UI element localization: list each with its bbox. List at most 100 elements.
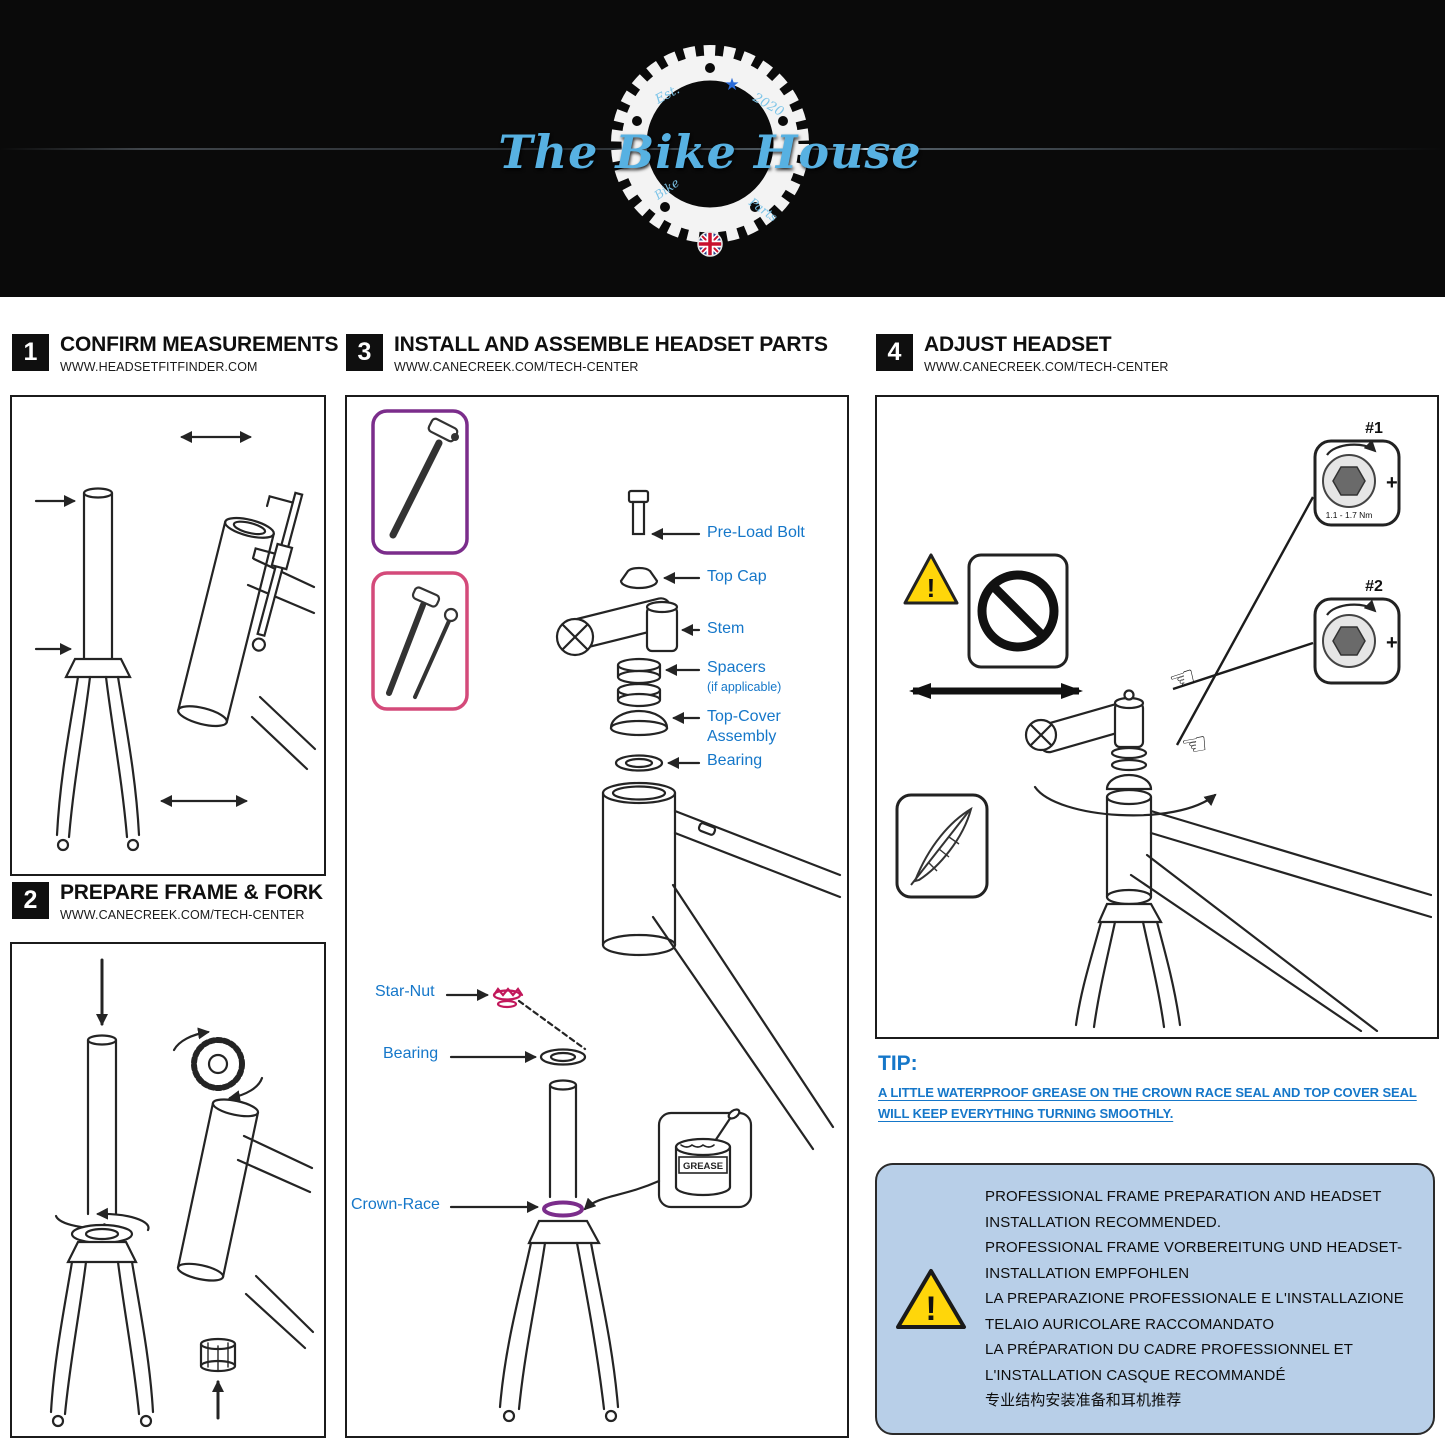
notice-line: L'INSTALLATION CASQUE RECOMMANDÉ [985, 1366, 1286, 1384]
grease-label: GREASE [683, 1161, 723, 1172]
star-icon: ★ [724, 75, 739, 94]
step1-panel [10, 395, 326, 876]
tip-heading: TIP: [878, 1052, 918, 1075]
header-divider-line [0, 148, 1445, 150]
fork-diagram [55, 487, 141, 852]
headset-exploded-diagram: GREASE [371, 409, 842, 1423]
frame-tubes [651, 809, 842, 1151]
allen-key-2-icon: #2 + [1313, 578, 1401, 685]
brand-title: The Bike House [498, 125, 922, 179]
head-tube-diagram [176, 1098, 260, 1282]
step1-title: CONFIRM MEASUREMENTS [60, 333, 339, 356]
step4-header: 4 ADJUST HEADSET WWW.CANECREEK.COM/TECH-… [876, 334, 1169, 374]
notice-text: PROFESSIONAL FRAME PREPARATION AND HEADS… [985, 1184, 1404, 1414]
notice-line: LA PREPARAZIONE PROFESSIONALE E L'INSTAL… [985, 1290, 1404, 1308]
fork-legs [49, 1240, 155, 1428]
pointing-hand-icon: ☜ [1165, 660, 1201, 700]
step1-url: WWW.HEADSETFITFINDER.COM [60, 360, 258, 374]
warning-triangle-icon: ! [896, 1269, 966, 1329]
step2-number-badge: 2 [12, 882, 49, 919]
uk-flag-icon [697, 231, 723, 257]
tip-line-1: A LITTLE WATERPROOF GREASE ON THE CROWN … [878, 1085, 1417, 1100]
grease-apply-arrow [583, 1179, 661, 1211]
crown-race-ring [70, 1223, 134, 1245]
rotation-arrow [1033, 785, 1217, 817]
allen-key-1-icon: #1 + 1.1 - 1.7 Nm [1313, 420, 1401, 527]
step2-title: PREPARE FRAME & FORK [60, 881, 323, 904]
step1-header: 1 CONFIRM MEASUREMENTS WWW.HEADSETFITFIN… [12, 333, 339, 374]
label-bearing-lower: Bearing [383, 1045, 439, 1062]
top-cover-part [609, 709, 669, 737]
svg-text:+: + [1386, 472, 1398, 494]
caliper-icon [251, 491, 304, 652]
brand-header: ★ Est. 2020 Bike Parts The Bike House [0, 0, 1445, 297]
label-stem: Stem [707, 620, 745, 637]
label-top-cover-2: Assembly [707, 728, 777, 745]
step4-url: WWW.CANECREEK.COM/TECH-CENTER [924, 360, 1169, 374]
grease-can-icon: GREASE [657, 1108, 753, 1209]
bearing-lower-part [539, 1048, 587, 1066]
star-nut-dashed-line [517, 999, 587, 1051]
step2-url: WWW.CANECREEK.COM/TECH-CENTER [60, 908, 305, 922]
gear-bolt-holes [632, 63, 788, 212]
frame-stubs [236, 1134, 315, 1350]
notice-line: TELAIO AURICOLARE RACCOMANDATO [985, 1315, 1275, 1333]
notice-line: PROFESSIONAL FRAME PREPARATION AND HEADS… [985, 1188, 1382, 1206]
star-nut-icon [199, 1337, 237, 1373]
professional-installation-notice: ! PROFESSIONAL FRAME PREPARATION AND HEA… [875, 1163, 1435, 1435]
measure-arrows-headtube [160, 431, 252, 807]
svg-text:☜: ☜ [1165, 660, 1201, 700]
top-cap-part [619, 566, 659, 590]
step4-number-badge: 4 [876, 334, 913, 371]
spacers-part [616, 657, 662, 708]
svg-text:#2: #2 [1365, 578, 1383, 595]
tip-section: TIP: A LITTLE WATERPROOF GREASE ON THE C… [878, 1052, 1434, 1121]
chainring-logo: ★ Est. 2020 Bike Parts [611, 45, 809, 257]
fork-steerer-diagram [86, 1034, 118, 1216]
notice-line: INSTALLATION EMPFOHLEN [985, 1264, 1190, 1282]
preload-bolt-part [627, 489, 650, 536]
label-top-cover-1: Top-Cover [707, 708, 781, 725]
tip-line-2: WILL KEEP EVERYTHING TURNING SMOOTHLY. [878, 1106, 1174, 1121]
fork-steerer-part [548, 1079, 578, 1199]
head-tube-part [601, 781, 677, 957]
svg-text:+: + [1386, 632, 1398, 654]
step3-header: 3 INSTALL AND ASSEMBLE HEADSET PARTS WWW… [346, 334, 828, 374]
step2-header: 2 PREPARE FRAME & FORK WWW.CANECREEK.COM… [12, 882, 323, 922]
svg-text:#1: #1 [1365, 420, 1383, 437]
label-spacers-note: (if applicable) [707, 680, 782, 694]
fork-legs [498, 1219, 620, 1423]
tool-leader-lines [1172, 496, 1315, 746]
measurement-diagram [34, 431, 317, 852]
step1-number-badge: 1 [12, 334, 49, 371]
no-sideload-icon [967, 553, 1069, 669]
notice-line: PROFESSIONAL FRAME VORBEREITUNG UND HEAD… [985, 1239, 1403, 1257]
step3-url: WWW.CANECREEK.COM/TECH-CENTER [394, 360, 639, 374]
light-touch-feather-icon [895, 793, 989, 899]
pointing-hand-icon: ☜ [1178, 727, 1210, 764]
press-toolbox [371, 571, 469, 711]
step2-panel [10, 942, 326, 1438]
star-nut-setter-icon [172, 1027, 264, 1103]
step3-title: INSTALL AND ASSEMBLE HEADSET PARTS [394, 333, 828, 356]
hammer-toolbox [371, 409, 469, 555]
step3-number-badge: 3 [346, 334, 383, 371]
label-star-nut: Star-Nut [375, 983, 435, 1000]
label-top-cap: Top Cap [707, 568, 767, 585]
star-nut-part [492, 987, 524, 1009]
label-crown-race: Crown-Race [351, 1196, 440, 1213]
step4-title: ADJUST HEADSET [924, 333, 1112, 356]
warning-triangle-icon: ! [903, 553, 959, 605]
prepare-frame-fork-diagram [49, 958, 315, 1428]
frame-stubs [246, 557, 317, 771]
label-preload-bolt: Pre-Load Bolt [707, 524, 805, 541]
step3-panel: GREASE Pre-Load Bolt Top Cap Stem Spacer… [345, 395, 849, 1438]
torque-spec: 1.1 - 1.7 Nm [1326, 510, 1373, 520]
svg-text:!: ! [927, 573, 936, 603]
notice-line: 专业结构安装准备和耳机推荐 [985, 1392, 1182, 1410]
bearing-upper-part [614, 754, 664, 772]
label-spacers: Spacers [707, 659, 766, 676]
notice-line: LA PRÉPARATION DU CADRE PROFESSIONNEL ET [985, 1341, 1353, 1359]
step4-panel: #1 + 1.1 - 1.7 Nm #2 + ! [875, 395, 1439, 1039]
stem-part [555, 597, 679, 657]
